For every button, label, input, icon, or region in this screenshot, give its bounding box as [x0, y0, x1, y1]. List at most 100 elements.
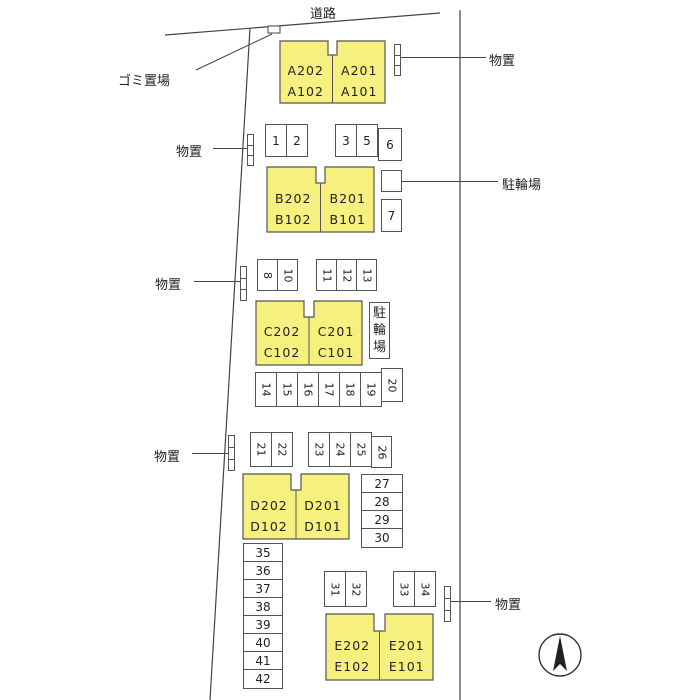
parking-space: 6: [378, 128, 402, 161]
storage-leader: [194, 281, 240, 282]
garbage-leader: [195, 33, 273, 71]
parking-space: 12: [336, 259, 357, 291]
north-arrow-icon: [538, 633, 582, 677]
parking-space: 18: [339, 372, 361, 407]
storage-leader: [401, 57, 486, 58]
unit-c201: C201: [317, 324, 355, 339]
parking-space: 25: [350, 432, 372, 467]
unit-a102: A102: [287, 84, 324, 99]
storage-label: 物置: [495, 598, 522, 613]
storage-label: 物置: [489, 54, 516, 69]
west-boundary: [209, 27, 251, 700]
bike-parking-label: 駐輪場: [502, 178, 542, 193]
unit-c202: C202: [263, 324, 301, 339]
unit-b202: B202: [275, 190, 312, 206]
storage-label: 物置: [155, 278, 182, 293]
storage-shed: [247, 134, 254, 166]
unit-d101: D101: [304, 518, 342, 534]
unit-b201: B201: [329, 190, 366, 206]
parking-space: 40: [243, 633, 283, 652]
parking-space: 28: [361, 492, 403, 511]
road-line: [164, 12, 441, 36]
parking-space: 31: [324, 571, 346, 607]
storage-shed: [240, 266, 247, 301]
storage-leader: [213, 148, 247, 149]
parking-space: 33: [393, 571, 415, 607]
unit-e101: E101: [388, 659, 425, 674]
unit-e202: E202: [334, 638, 371, 653]
parking-space: 32: [345, 571, 367, 607]
unit-a201: A201: [341, 63, 378, 78]
bike-parking-box: [381, 170, 402, 192]
parking-space: 35: [243, 543, 283, 562]
storage-shed: [394, 44, 401, 76]
parking-space: 36: [243, 561, 283, 580]
garbage-station: [267, 25, 281, 34]
parking-space: 11: [316, 259, 337, 291]
parking-space: 27: [361, 474, 403, 493]
parking-space: 16: [297, 372, 319, 407]
parking-space: 34: [414, 571, 436, 607]
parking-space: 15: [276, 372, 298, 407]
garbage-label: ゴミ置場: [118, 74, 171, 89]
parking-space: 8: [257, 259, 278, 291]
unit-d201: D201: [304, 497, 342, 513]
unit-d102: D102: [250, 518, 288, 534]
parking-space: 39: [243, 615, 283, 634]
unit-b102: B102: [275, 211, 312, 227]
storage-leader: [451, 601, 491, 602]
unit-a101: A101: [341, 84, 378, 99]
unit-b101: B101: [329, 211, 366, 227]
bike-parking-leader: [402, 181, 498, 182]
unit-a202: A202: [287, 63, 324, 78]
storage-shed: [228, 435, 235, 471]
unit-e102: E102: [334, 659, 371, 674]
unit-c102: C102: [263, 345, 301, 360]
parking-space: 30: [361, 528, 403, 548]
unit-c101: C101: [317, 345, 355, 360]
parking-space: 2: [286, 124, 308, 157]
parking-space: 17: [318, 372, 340, 407]
parking-space: 26: [371, 436, 392, 468]
bike-parking-vertical-label: 駐 輪 場: [369, 302, 390, 359]
parking-space: 23: [308, 432, 330, 467]
parking-space: 24: [329, 432, 351, 467]
parking-space: 21: [250, 432, 272, 467]
storage-shed: [444, 586, 451, 622]
unit-e201: E201: [388, 638, 425, 653]
parking-space: 19: [360, 372, 382, 407]
parking-space: 14: [255, 372, 277, 407]
parking-space: 42: [243, 669, 283, 689]
road-label: 道路: [310, 7, 337, 22]
parking-space: 5: [356, 124, 378, 157]
storage-leader: [192, 453, 228, 454]
storage-label: 物置: [154, 450, 181, 465]
parking-space: 1: [265, 124, 287, 157]
parking-space: 37: [243, 579, 283, 598]
parking-space: 29: [361, 510, 403, 529]
parking-space: 13: [356, 259, 377, 291]
parking-space: 22: [271, 432, 293, 467]
parking-space: 3: [335, 124, 357, 157]
parking-space: 20: [381, 368, 403, 402]
unit-d202: D202: [250, 497, 288, 513]
parking-space: 10: [277, 259, 298, 291]
storage-label: 物置: [176, 145, 203, 160]
